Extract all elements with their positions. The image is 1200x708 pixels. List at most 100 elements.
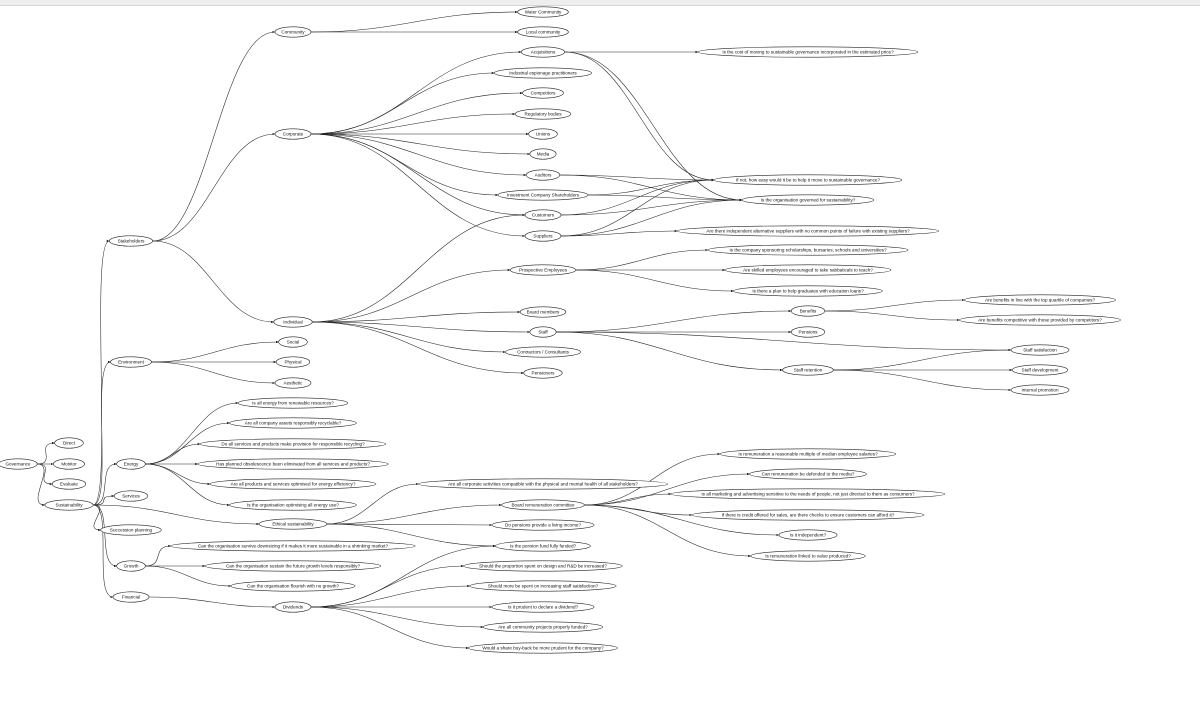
node-rem-q6[interactable]: Is remuneration linked to value produced… — [750, 550, 866, 562]
node-label: Regulatory bodies — [524, 112, 562, 117]
node-pension-q[interactable]: Do pensions provide a living income? — [491, 519, 595, 531]
node-label: Benefits — [800, 309, 817, 314]
node-div-q3[interactable]: Is it prudent to declare a dividend? — [491, 601, 595, 613]
node-internal-promotion[interactable]: Internal promotion — [1010, 384, 1070, 396]
node-environment[interactable]: Environment — [110, 356, 152, 368]
node-water[interactable]: Water Community — [517, 6, 569, 18]
node-energy-q2[interactable]: Are all company assets responsibly recyc… — [229, 417, 357, 429]
node-espionage[interactable]: Industrial espionage practitioners — [494, 67, 592, 79]
node-rem-q3[interactable]: Is all marketing and advertising sensiti… — [670, 488, 946, 500]
node-individual[interactable]: Individual — [273, 316, 313, 328]
node-skilled-q[interactable]: Are skilled employees encouraged to take… — [724, 264, 892, 276]
node-pensioners[interactable]: Pensioners — [523, 367, 563, 379]
node-energy[interactable]: Energy — [116, 458, 146, 470]
node-contractors[interactable]: Contractors / Consultants — [505, 346, 581, 358]
node-shape — [53, 458, 85, 470]
edge-individual-to-prospective — [312, 268, 511, 323]
node-staff-satisfaction[interactable]: Staff satisfaction — [1010, 344, 1070, 356]
node-services[interactable]: Services — [113, 490, 149, 502]
node-staff-retention[interactable]: Staff retention — [782, 364, 834, 376]
edge-environment-to-social — [151, 340, 279, 363]
node-rem-q2[interactable]: Can remuneration be defended to the medi… — [749, 468, 867, 480]
node-shape — [274, 128, 312, 140]
node-succession[interactable]: Succession planning — [100, 524, 162, 536]
node-cost-q[interactable]: Is the cost of moving to sustainable gov… — [697, 46, 919, 58]
node-label: Is the organisation optimising all energ… — [247, 503, 339, 508]
node-auditors[interactable]: Auditors — [525, 169, 561, 181]
node-governance[interactable]: Governance — [0, 458, 38, 470]
node-benefits-q2[interactable]: Are benefits competitive with those prov… — [959, 314, 1121, 326]
node-evaluate[interactable]: Evaluate — [51, 478, 87, 490]
node-sustainability[interactable]: Sustainability — [44, 499, 94, 511]
edge-stakeholders-to-corporate — [152, 132, 276, 242]
node-pensions[interactable]: Pensions — [790, 326, 826, 338]
node-div-q1[interactable]: Should the proportion spent on design an… — [463, 560, 623, 572]
node-label: Staff development — [1022, 368, 1060, 373]
edge-ethical-to-remuneration — [326, 503, 502, 525]
node-benefits-q1[interactable]: Are benefits in line with the top quarti… — [964, 294, 1116, 306]
node-remuneration[interactable]: Board remuneration committee — [501, 499, 585, 511]
node-div-q4[interactable]: Are all community projects properly fund… — [483, 621, 603, 633]
node-shape — [278, 336, 308, 348]
node-customers[interactable]: Customers — [524, 209, 562, 221]
node-energy-q6[interactable]: Is the organisation optimising all energ… — [229, 499, 357, 511]
node-unions[interactable]: Unions — [528, 128, 558, 140]
node-shape — [670, 488, 946, 500]
node-energy-q5[interactable]: Are all products and services optimised … — [209, 478, 377, 490]
node-label: Media — [537, 152, 550, 157]
node-shape — [275, 356, 311, 368]
node-ifnot-q[interactable]: If not, how easy would it be to help it … — [713, 174, 903, 186]
node-growth-q1[interactable]: Can the organisation survive downsizing … — [170, 540, 416, 552]
edge-benefits-to-benefits_q1 — [824, 298, 965, 312]
node-energy-q1[interactable]: Is all energy from renewable resources? — [237, 397, 349, 409]
node-dividends[interactable]: Dividends — [274, 601, 312, 613]
node-indep-sup-q[interactable]: Are there independent alternative suppli… — [676, 225, 940, 237]
node-ethical[interactable]: Ethical sustainability — [258, 518, 328, 530]
node-acquisitions[interactable]: Acquisitions — [520, 46, 565, 58]
node-physical[interactable]: Physical — [275, 356, 311, 368]
node-shape — [1011, 364, 1069, 376]
node-energy-q4[interactable]: Has planned obsolescence been eliminated… — [197, 458, 389, 470]
node-benefits[interactable]: Benefits — [790, 305, 826, 317]
node-label: Industrial espionage practitioners — [509, 71, 577, 76]
node-energy-q3[interactable]: Do all services and products make provis… — [199, 438, 387, 450]
node-staff[interactable]: Staff — [529, 326, 557, 338]
node-regulatory[interactable]: Regulatory bodies — [514, 108, 572, 120]
node-rem-q1[interactable]: Is remuneration a reasonable multiple of… — [719, 448, 897, 460]
node-pension-fund-q[interactable]: Is the pension fund fully funded? — [495, 540, 591, 552]
node-local[interactable]: Local community — [517, 26, 569, 38]
edge-dividends-to-div_q5 — [311, 606, 469, 650]
node-aesthetic[interactable]: Aesthetic — [274, 377, 312, 389]
node-staff-development[interactable]: Staff development — [1011, 364, 1069, 376]
node-rem-q5[interactable]: Is it independent? — [778, 529, 838, 541]
node-media[interactable]: Media — [529, 148, 557, 160]
node-label: Environment — [118, 360, 145, 365]
node-growth[interactable]: Growth — [116, 560, 146, 572]
edge-staff-to-staff_retention — [556, 331, 783, 372]
edge-suppliers-to-ifnot_q — [561, 178, 715, 237]
node-stakeholders[interactable]: Stakeholders — [109, 235, 154, 247]
node-investment[interactable]: Investment Company Shareholders — [497, 189, 589, 201]
node-corporate[interactable]: Corporate — [274, 128, 312, 140]
node-competitors[interactable]: Competitors — [522, 87, 564, 99]
node-board[interactable]: Board members — [519, 306, 567, 318]
node-shape — [713, 174, 903, 186]
node-monitor[interactable]: Monitor — [53, 458, 85, 470]
node-div-q5[interactable]: Would a share buy-back be more prudent f… — [468, 642, 618, 654]
node-growth-q3[interactable]: Can the organisation flourish with no gr… — [230, 580, 356, 592]
node-rem-q4[interactable]: If there is credit offered for sales, ar… — [691, 509, 925, 521]
node-plan-q[interactable]: Is there a plan to help graduates with e… — [733, 285, 883, 297]
node-prospective[interactable]: Prospective Employees — [509, 264, 577, 276]
node-direct[interactable]: Direct — [54, 437, 84, 449]
node-div-q2[interactable]: Should more be spent on increasing staff… — [469, 580, 617, 592]
node-governed-q[interactable]: Is the organisation governed for sustain… — [741, 194, 875, 206]
edge-acquisitions-to-ifnot_q — [564, 51, 715, 182]
node-shape — [0, 458, 38, 470]
node-ethical-q1[interactable]: Are all corporate activities compatible … — [418, 478, 668, 490]
node-community[interactable]: Community — [274, 26, 312, 38]
node-growth-q2[interactable]: Can the organisation sustain the future … — [204, 560, 382, 572]
node-sponsor-q[interactable]: Is the company sponsoring scholarships, … — [707, 244, 909, 256]
node-social[interactable]: Social — [278, 336, 308, 348]
node-suppliers[interactable]: Suppliers — [524, 230, 562, 242]
node-financial[interactable]: Financial — [112, 591, 150, 603]
